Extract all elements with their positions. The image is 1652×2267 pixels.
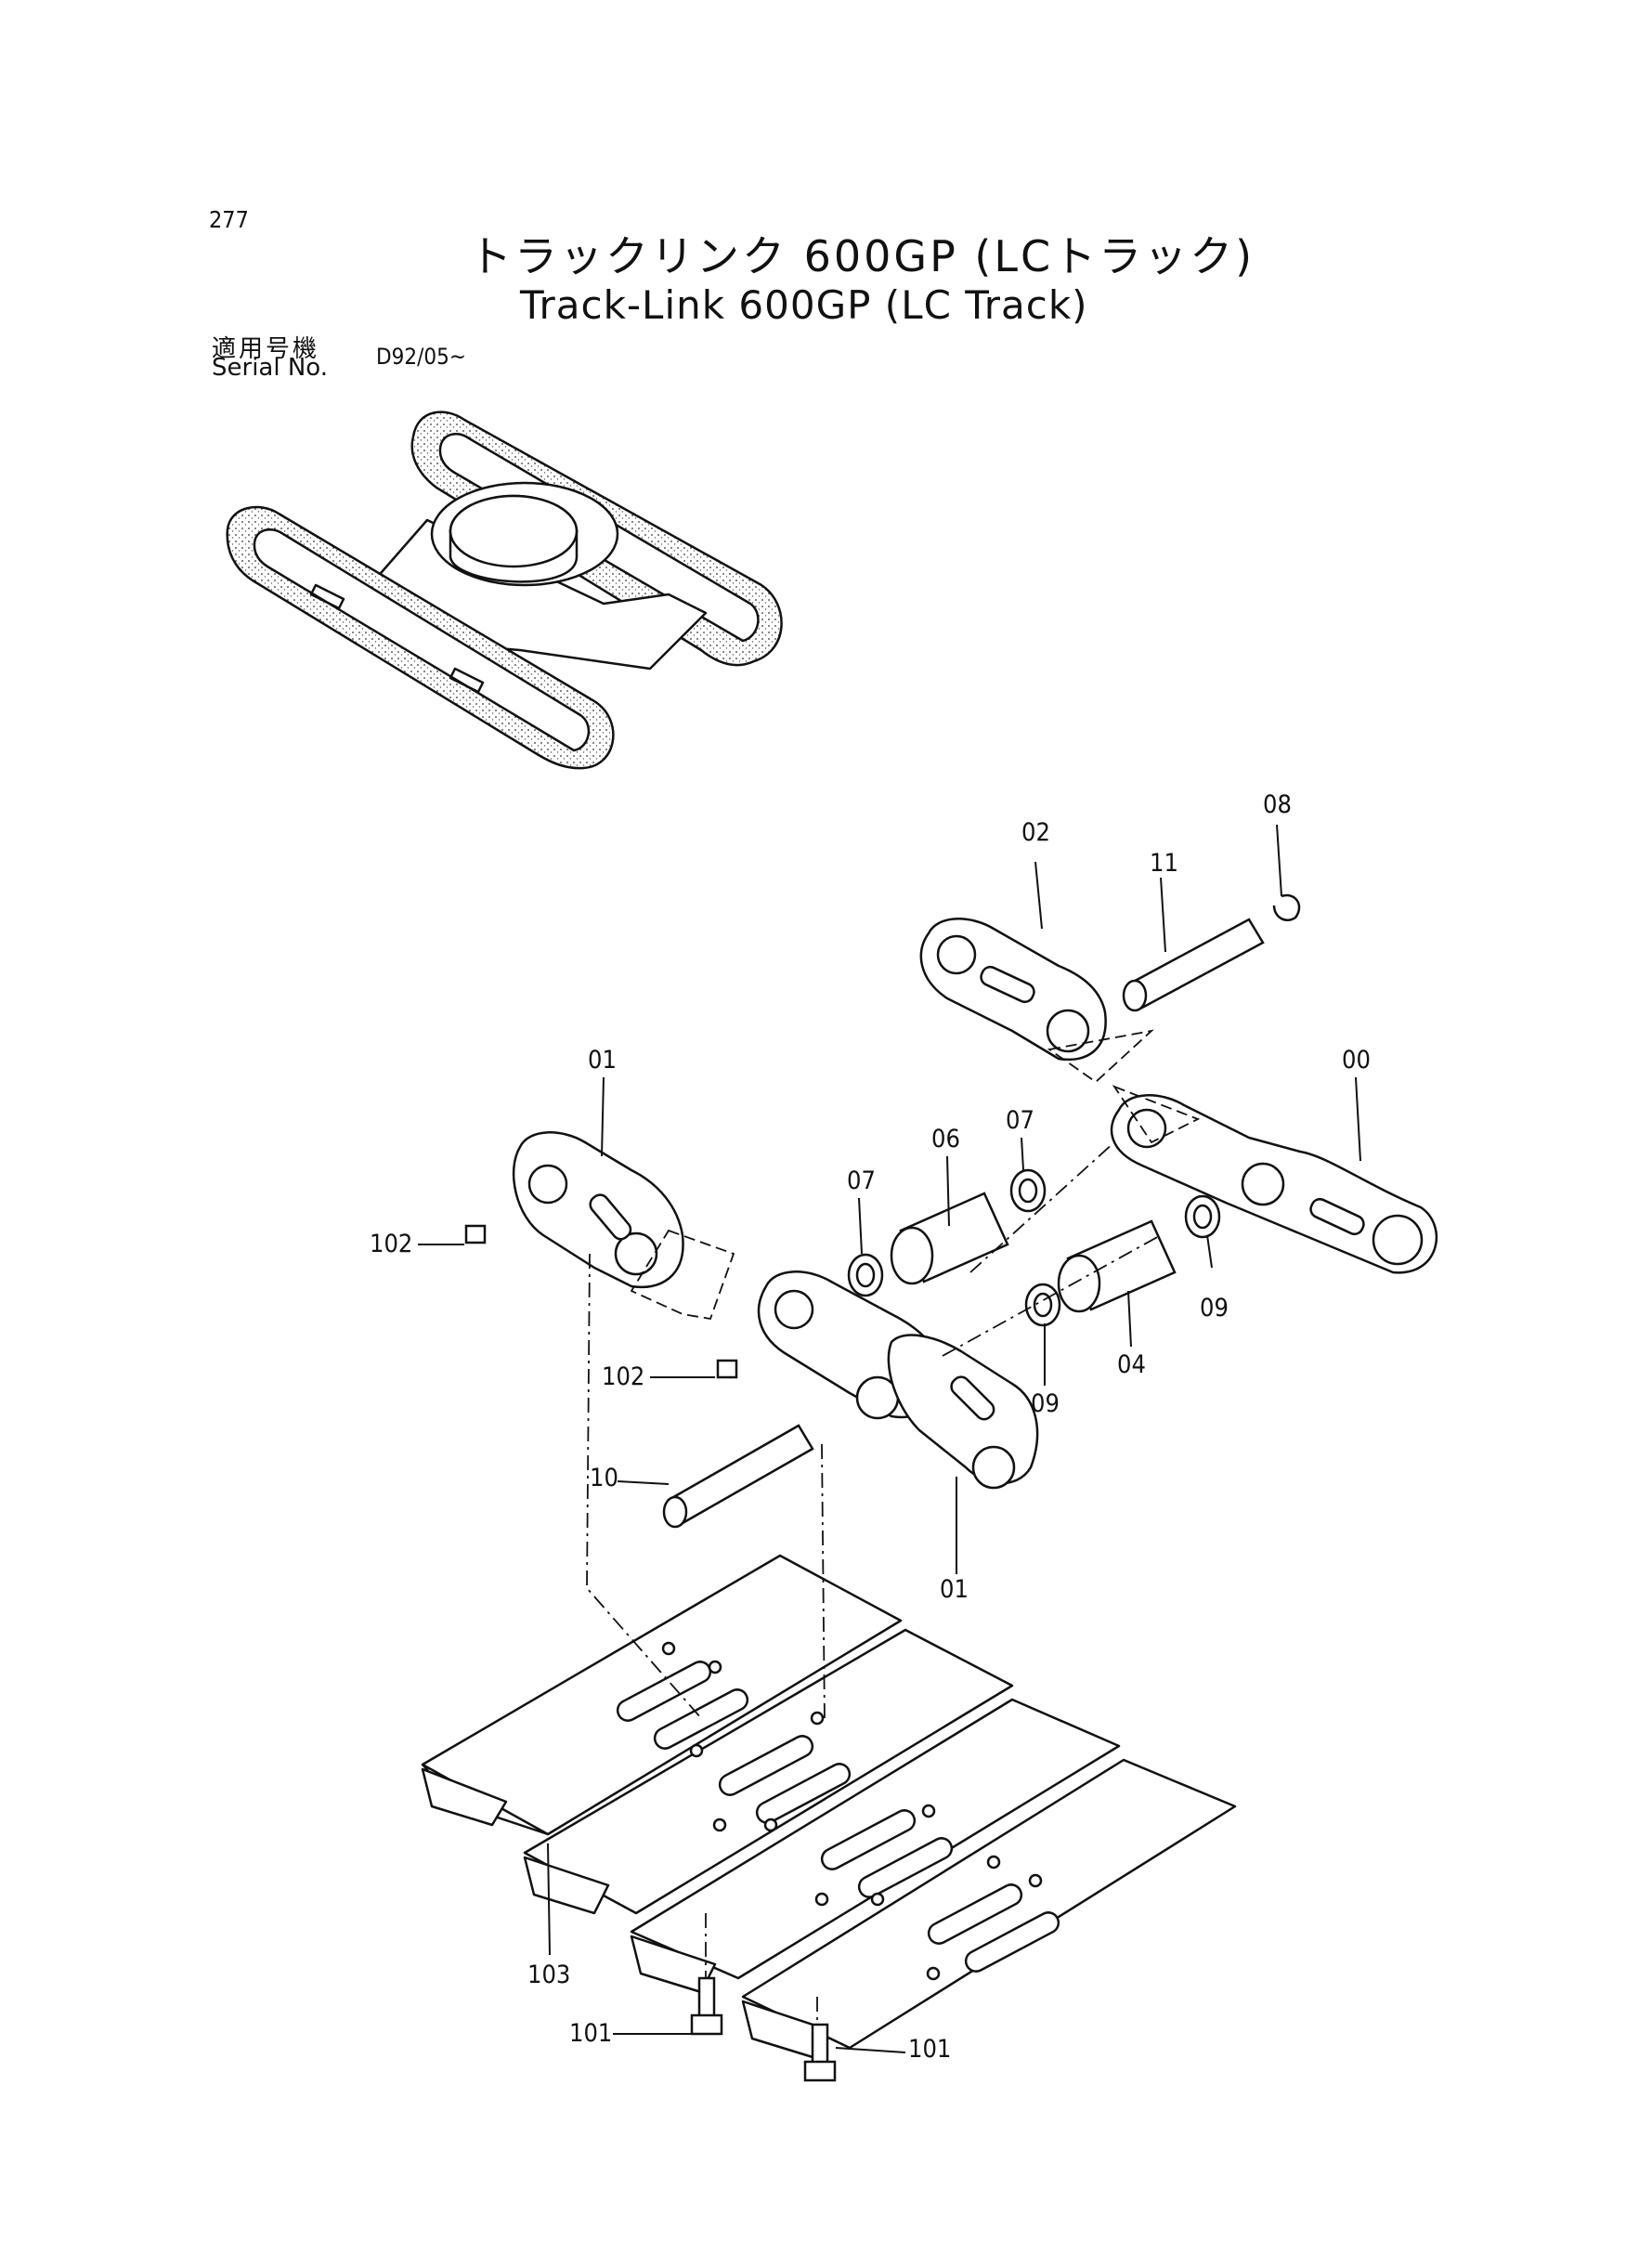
callout-101-left: 101 (569, 2019, 612, 2048)
callout-04: 04 (1117, 1350, 1146, 1379)
callout-102-bottom: 102 (602, 1362, 644, 1391)
callout-06: 06 (931, 1125, 960, 1153)
leader-lines (418, 824, 1361, 2053)
page-number: 277 (209, 206, 249, 233)
callout-labels: 00 01 01 02 04 06 07 07 08 09 09 10 11 1… (370, 790, 1371, 2064)
callout-10: 10 (590, 1464, 618, 1492)
callout-01-bottom: 01 (940, 1575, 969, 1604)
title-english: Track-Link 600GP (LC Track) (520, 282, 1088, 328)
track-links (512, 918, 1437, 1490)
callout-01-top: 01 (588, 1046, 617, 1075)
callout-103: 103 (527, 1961, 570, 1989)
undercarriage-overview-illustration (226, 410, 783, 770)
centre-lines (586, 1029, 1201, 2025)
title-japanese: トラックリンク 600GP (LCトラック) (469, 231, 1255, 281)
callout-101-right: 101 (908, 2035, 951, 2064)
callout-07-right: 07 (1006, 1106, 1034, 1135)
serial-number-range: D92/05~ (376, 344, 466, 370)
callout-09-right: 09 (1200, 1294, 1229, 1322)
callout-07-left: 07 (847, 1166, 876, 1195)
callout-02: 02 (1021, 818, 1050, 847)
callout-11: 11 (1150, 849, 1178, 878)
serial-label-english: Serial No. (212, 354, 328, 382)
callout-09-left: 09 (1031, 1389, 1060, 1418)
callout-08: 08 (1263, 790, 1292, 819)
pins-bushings-seals (464, 893, 1301, 2082)
track-shoe-plates (421, 1554, 1237, 2059)
callout-102-top: 102 (370, 1230, 412, 1258)
callout-00: 00 (1342, 1046, 1371, 1075)
serial-label-japanese: 適用号機 (212, 335, 320, 363)
